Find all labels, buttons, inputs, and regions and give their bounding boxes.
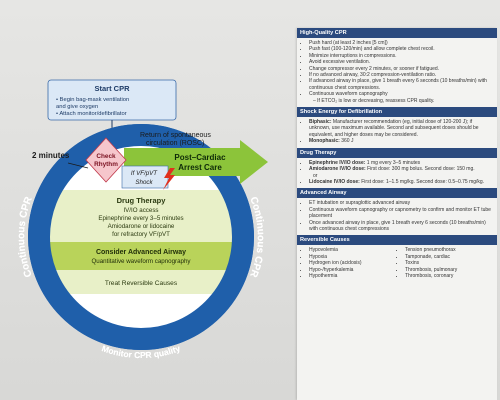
biphasic-text: Manufacturer recommendation (eg, initial… [309,119,479,138]
start-cpr-line-3: • Attach monitor/defibrillator [56,111,127,117]
post-arrest-line-1: Post–Cardiac [174,153,226,162]
reference-sheet: High-Quality CPR Push hard (at least 2 i… [297,28,497,400]
list-item: Hydrogen ion (acidosis) [309,260,397,266]
list-item: Change compressor every 2 minutes, or so… [309,66,493,72]
list-item: If no advanced airway, 30:2 compression-… [309,72,493,78]
list-item: Push hard (at least 2 inches [5 cm]) [309,40,493,46]
section-title-reversible-causes: Reversible Causes [297,235,497,246]
list-item: ET intubation or supraglottic advanced a… [309,200,493,206]
drug-therapy-band [50,190,232,242]
section-advanced-airway: ET intubation or supraglottic advanced a… [297,198,497,235]
drug-therapy-line-2: Epinephrine every 3–5 minutes [98,215,183,222]
list-item: Thrombosis, pulmonary [405,267,493,273]
lidocaine-label: Lidocaine IV/IO dose: [309,178,360,185]
shock-line-1: If VF/pVT [131,170,158,177]
list-item: Toxins [405,260,493,266]
lightning-bolt-icon [163,168,175,190]
list-item: Tension pneumothorax [405,247,493,253]
monophasic-label: Monophasic: [309,138,340,145]
list-item: Epinephrine IV/IO dose: 1 mg every 3–5 m… [309,160,493,166]
lidocaine-text: First dose: 1–1.5 mg/kg. Second dose: 0.… [361,178,485,185]
list-item: Avoid excessive ventilation. [309,59,493,65]
list-item: Biphasic: Manufacturer recommendation (e… [309,119,493,138]
drug-therapy-line-4: for refractory VF/pVT [112,231,170,238]
section-reversible-causes: Hypovolemia Hypoxia Hydrogen ion (acidos… [297,245,497,282]
list-item: Hypoxia [309,254,397,260]
list-sub-item: – If ETCO₂ is low or decreasing, reasses… [313,97,435,104]
list-item: Continuous waveform capnography [309,91,493,97]
section-title-shock-energy: Shock Energy for Defibrillation [297,107,497,118]
list-item: Lidocaine IV/IO dose: First dose: 1–1.5 … [309,179,493,185]
rosc-label-line-2: circulation (ROSC) [146,140,204,147]
start-cpr-title: Start CPR [94,84,130,93]
section-title-drug-therapy: Drug Therapy [297,147,497,158]
section-shock-energy: Biphasic: Manufacturer recommendation (e… [297,117,497,148]
two-minutes-label: 2 minutes [32,151,70,160]
list-item: Push fast (100-120/min) and allow comple… [309,46,493,52]
shock-line-2: Shock [135,179,153,186]
start-cpr-line-2: and give oxygen [56,104,98,110]
reversible-causes-band [50,270,232,294]
list-item: Continuous waveform capnography or capno… [309,207,493,220]
list-item: Thrombosis, coronary [405,273,493,279]
or-text: or [313,172,318,179]
list-item: If advanced airway in place, give 1 brea… [309,78,493,91]
drug-therapy-title: Drug Therapy [117,196,167,205]
section-cpr-quality: Push hard (at least 2 inches [5 cm]) Pus… [297,38,497,107]
cardiac-arrest-circular-diagram: Start CPR • Begin bag-mask ventilation a… [16,79,268,360]
epinephrine-label: Epinephrine IV/IO dose: [309,159,366,166]
section-title-cpr-quality: High-Quality CPR [297,28,497,38]
advanced-airway-band [50,242,232,270]
drug-therapy-line-1: IV/IO access [123,207,158,214]
list-item: Tamponade, cardiac [405,254,493,260]
list-item: Minimize interruptions in compressions. [309,53,493,59]
list-item: Once advanced airway in place, give 1 br… [309,220,493,233]
section-drug-therapy: Epinephrine IV/IO dose: 1 mg every 3–5 m… [297,158,497,189]
advanced-airway-title: Consider Advanced Airway [96,249,186,256]
post-arrest-line-2: Arrest Care [178,163,222,172]
advanced-airway-line: Quantitative waveform capnography [91,258,191,265]
list-item: Hypovolemia [309,247,397,253]
section-title-advanced-airway: Advanced Airway [297,188,497,199]
rosc-label-line-1: Return of spontaneous [140,132,211,139]
epinephrine-text: 1 mg every 3–5 minutes [366,159,421,166]
drug-therapy-line-3: Amiodarone or lidocaine [108,223,175,230]
reversible-causes-label: Treat Reversible Causes [105,280,178,287]
monophasic-text: 360 J [341,138,354,145]
list-item: Hypo-/hyperkalemia [309,267,397,273]
check-rhythm-line-1: Check [96,153,116,160]
list-item: Hypothermia [309,273,397,279]
check-rhythm-line-2: Rhythm [94,161,118,168]
list-item: Monophasic: 360 J [309,138,493,144]
amiodarone-label: Amiodarone IV/IO dose: [309,166,366,173]
biphasic-label: Biphasic: [309,119,332,126]
check-rhythm-diamond [85,137,127,183]
list-item: Amiodarone IV/IO dose: First dose: 300 m… [309,166,493,172]
amiodarone-text: First dose: 300 mg bolus. Second dose: 1… [367,166,475,173]
start-cpr-line-1: • Begin bag-mask ventilation [56,97,129,103]
